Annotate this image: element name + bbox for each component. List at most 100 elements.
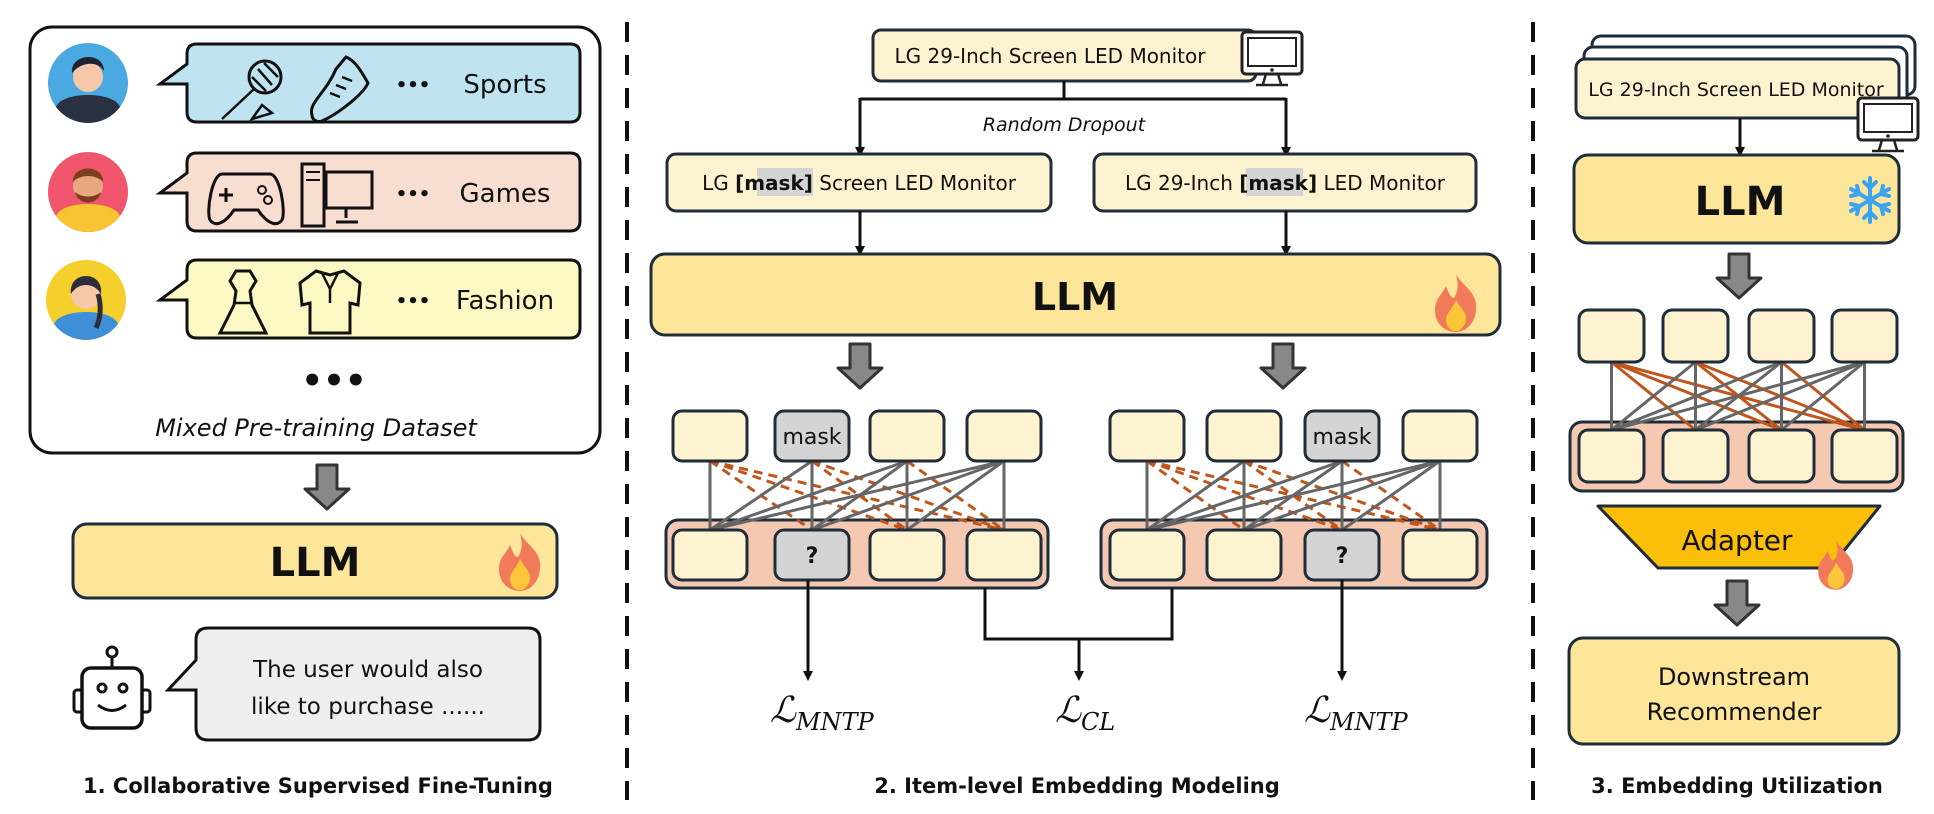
source-item-text: LG 29-Inch Screen LED Monitor xyxy=(895,44,1207,68)
attention-line xyxy=(811,459,1005,532)
attention-line xyxy=(1694,360,1866,432)
attention-line xyxy=(1610,360,1697,432)
snowflake-icon xyxy=(1849,176,1891,224)
user-avatar-sports xyxy=(48,43,128,123)
category-label: Games xyxy=(460,179,551,209)
bidirectional-attention-line xyxy=(1146,459,1245,532)
panel-item-embedding-modeling: LG 29-Inch Screen LED Monitor Random Dro… xyxy=(649,28,1502,798)
category-label: Sports xyxy=(463,70,546,100)
category-label: Fashion xyxy=(456,286,554,316)
downstream-line-2: Recommender xyxy=(1647,698,1822,726)
llm-block xyxy=(1572,153,1901,245)
input-token xyxy=(1830,308,1899,364)
attention-line xyxy=(1146,459,1441,532)
user-avatar-games xyxy=(48,152,128,232)
response-line-1: The user would also xyxy=(252,657,483,683)
llm-block xyxy=(71,522,559,600)
output-token xyxy=(1830,428,1899,484)
mask-token-label: mask xyxy=(782,425,841,450)
more-datasets-ellipsis: ••• xyxy=(301,361,366,401)
down-arrow-icon xyxy=(1259,342,1307,390)
input-token xyxy=(1577,308,1646,364)
category-ellipsis: ••• xyxy=(396,75,431,96)
bidirectional-attention-line xyxy=(1146,459,1343,532)
dress-icon xyxy=(217,269,269,335)
loss-cl: ℒCL xyxy=(1055,690,1115,736)
attention-connections xyxy=(1610,360,1866,432)
attention-line xyxy=(709,459,908,532)
attention-line xyxy=(1780,360,1866,432)
bidirectional-attention-line xyxy=(811,459,908,532)
bidirectional-attention-line xyxy=(811,459,1005,532)
attention-line xyxy=(1146,459,1343,532)
contrastive-bracket xyxy=(983,588,1174,641)
panel-embedding-utilization: LG 29-Inch Screen LED Monitor LLM Adapte… xyxy=(1567,34,1920,798)
attention-line xyxy=(1341,459,1441,532)
bidirectional-attention-line xyxy=(1341,459,1441,532)
output-token xyxy=(965,528,1043,582)
attention-connections xyxy=(708,459,1006,532)
caption-stage-1: 1. Collaborative Supervised Fine-Tuning xyxy=(83,774,553,798)
input-token xyxy=(1401,409,1479,463)
gamepad-icon xyxy=(207,172,285,226)
downstream-recommender-block xyxy=(1567,636,1901,746)
monitor-icon xyxy=(1856,96,1920,153)
input-token xyxy=(868,409,946,463)
output-token xyxy=(1747,428,1816,484)
mask-input-token xyxy=(773,409,851,463)
input-token xyxy=(1108,409,1186,463)
category-bubble-fashion: ••• Fashion xyxy=(155,258,582,340)
attention-line xyxy=(709,459,813,532)
mask-input-token xyxy=(1303,409,1381,463)
caption-stage-2: 2. Item-level Embedding Modeling xyxy=(874,774,1280,798)
llm-label: LLM xyxy=(270,540,361,586)
down-arrow-icon xyxy=(836,342,884,390)
polo-shirt-icon xyxy=(298,269,362,335)
output-token xyxy=(1205,528,1283,582)
output-embedding-container xyxy=(1568,420,1905,493)
input-token xyxy=(965,409,1043,463)
output-token xyxy=(1661,428,1730,484)
attention-connections xyxy=(1145,459,1442,532)
attention-line xyxy=(1243,459,1441,532)
source-item-text: LG 29-Inch Screen LED Monitor xyxy=(1588,79,1884,101)
down-arrow-icon xyxy=(1713,579,1761,627)
user-avatar-fashion xyxy=(46,260,126,340)
source-item-box xyxy=(1574,57,1901,120)
output-token xyxy=(671,528,749,582)
desktop-pc-icon xyxy=(300,162,374,228)
output-token xyxy=(1577,428,1646,484)
bidirectional-attention-line xyxy=(1243,459,1343,532)
bidirectional-attention-line xyxy=(709,459,908,532)
category-ellipsis: ••• xyxy=(396,184,431,205)
speech-bubble xyxy=(155,258,582,340)
predict-token-label: ? xyxy=(806,544,819,569)
output-token xyxy=(868,528,946,582)
caption-stage-3: 3. Embedding Utilization xyxy=(1591,774,1883,798)
mask-highlight xyxy=(757,168,813,196)
badminton-racket-icon xyxy=(221,59,283,122)
attention-line xyxy=(1146,459,1245,532)
robot-icon xyxy=(72,645,152,730)
predicted-token xyxy=(773,528,851,582)
response-line-2: like to purchase ...... xyxy=(251,694,485,720)
output-token xyxy=(1108,528,1186,582)
attention-line xyxy=(1611,360,1865,432)
downstream-line-1: Downstream xyxy=(1658,663,1810,691)
category-ellipsis: ••• xyxy=(396,291,431,312)
output-embedding-container xyxy=(1099,518,1489,590)
input-token xyxy=(1205,409,1283,463)
category-bubble-games: ••• Games xyxy=(155,151,582,233)
loss-mntp-right: ℒMNTP xyxy=(1304,690,1409,736)
attention-line xyxy=(1610,360,1783,432)
llm-label: LLM xyxy=(1695,179,1786,225)
dataset-box xyxy=(28,25,602,455)
sneaker-icon xyxy=(309,55,370,123)
dataset-label: Mixed Pre-training Dataset xyxy=(155,414,478,442)
attention-line xyxy=(709,459,1005,532)
llm-block xyxy=(649,252,1502,337)
bidirectional-attention-line xyxy=(1243,459,1441,532)
adapter-label: Adapter xyxy=(1681,524,1793,557)
mask-highlight xyxy=(1246,168,1303,196)
